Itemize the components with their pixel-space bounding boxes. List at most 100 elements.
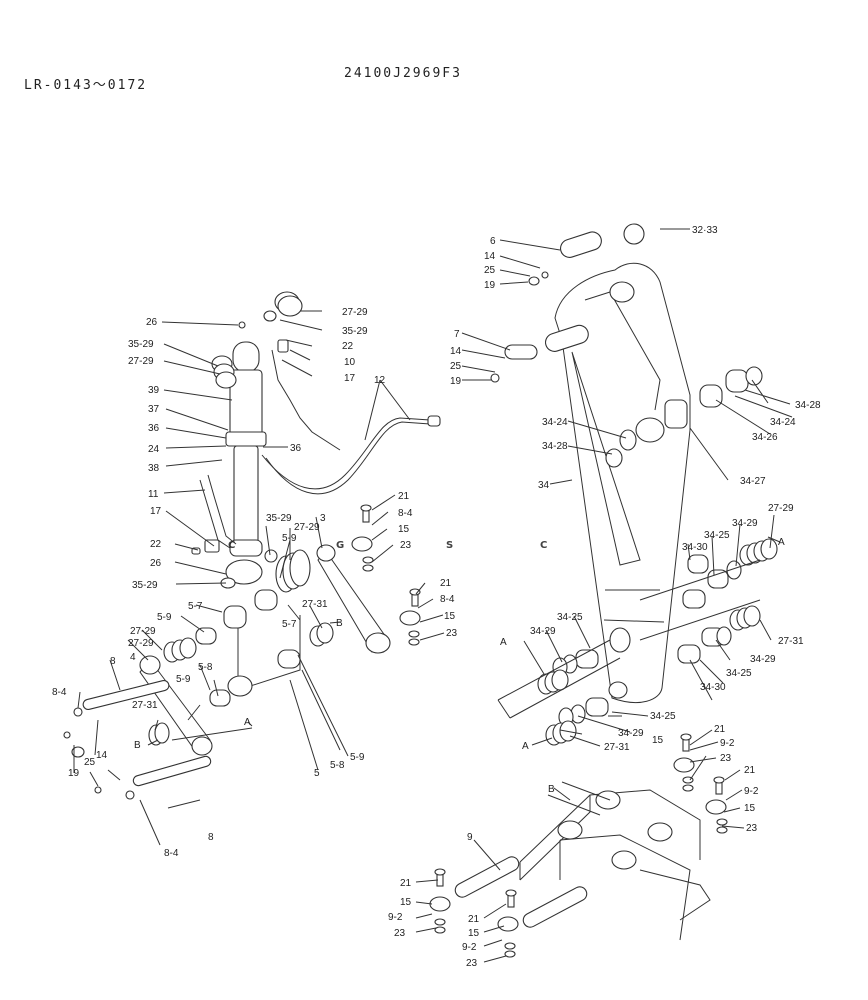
- callout-7-6: 7: [454, 329, 460, 340]
- callout-34-25-60: 34-25: [557, 612, 583, 623]
- callout-19-9: 19: [450, 376, 462, 387]
- callout-34-29-76: 34-29: [618, 728, 644, 739]
- callout-15-85: 15: [652, 735, 664, 746]
- callout-27-31-62: 27-31: [778, 636, 804, 647]
- callout-22-42: 22: [150, 539, 162, 550]
- callout-5-8-82: 5-8: [330, 760, 345, 771]
- arm-links: [63, 544, 391, 800]
- boom-cylinder: [211, 291, 303, 589]
- callout-10-16: 10: [344, 357, 356, 368]
- callout-34-28-28: 34-28: [542, 441, 568, 452]
- callout-34-29-64: 34-29: [750, 654, 776, 665]
- callout-5-9-41: 5-9: [282, 533, 297, 544]
- callout-27-29-15: 27-29: [128, 356, 154, 367]
- callout-B-58: B: [336, 618, 343, 629]
- callout-27-29-61: 27-29: [130, 626, 156, 637]
- callout-23-87: 23: [720, 753, 732, 764]
- callout-38-24: 38: [148, 463, 160, 474]
- callout-15-35: 15: [398, 524, 410, 535]
- hydraulic-hoses: [191, 339, 441, 555]
- callout-34-29-46: 34-29: [732, 518, 758, 529]
- callout-5-81: 5: [314, 768, 320, 779]
- callout-36-21: 36: [148, 423, 160, 434]
- callout-23-101: 23: [394, 928, 406, 939]
- callout-A-48: A: [778, 537, 785, 548]
- callout-34-32: 34: [538, 480, 550, 491]
- callout-21-50: 21: [440, 578, 452, 589]
- callout-21-98: 21: [400, 878, 412, 889]
- watermark: C G S C: [228, 540, 547, 551]
- callout-35-29-44: 35-29: [132, 580, 158, 591]
- callout-27-29-11: 27-29: [342, 307, 368, 318]
- watermark-letter-s: S: [446, 540, 453, 551]
- callout-A-63: A: [500, 637, 507, 648]
- callout-34-24-29: 34-24: [770, 417, 796, 428]
- callout-17-37: 17: [150, 506, 162, 517]
- callout-34-30-49: 34-30: [682, 542, 708, 553]
- boom-foot-pins: [490, 223, 645, 383]
- callout-8-4-72: 8-4: [52, 687, 67, 698]
- callout-14-7: 14: [450, 346, 462, 357]
- callout-A-74: A: [244, 717, 251, 728]
- callout-25-89: 25: [84, 757, 96, 768]
- callout-27-31-55: 27-31: [302, 599, 328, 610]
- callout-5-7-57: 5-7: [282, 619, 297, 630]
- callout-8-4-34: 8-4: [398, 508, 413, 519]
- line-art: [63, 223, 793, 963]
- callout-27-29-66: 27-29: [128, 638, 154, 649]
- callout-5-9-56: 5-9: [157, 612, 172, 623]
- callout-25-8: 25: [450, 361, 462, 372]
- callout-26-10: 26: [146, 317, 158, 328]
- watermark-letter-c2: C: [540, 540, 547, 551]
- fastener-groups: [351, 504, 728, 958]
- callout-34-25-75: 34-25: [650, 711, 676, 722]
- callout-5-7-54: 5-7: [188, 601, 203, 612]
- callout-27-31-78: 27-31: [604, 742, 630, 753]
- callout-14-2: 14: [484, 251, 496, 262]
- callout-8-4-96: 8-4: [164, 848, 179, 859]
- callout-9-2-100: 9-2: [388, 912, 403, 923]
- callout-8-95: 8: [208, 832, 214, 843]
- callout-32-33-5: 32·33: [692, 225, 718, 236]
- callout-34-25-65: 34-25: [726, 668, 752, 679]
- callout-34-29-59: 34-29: [530, 626, 556, 637]
- callout-5-9-69: 5-9: [176, 674, 191, 685]
- callout-23-105: 23: [466, 958, 478, 969]
- callout-34-27-31: 34-27: [740, 476, 766, 487]
- leader-lines: [73, 228, 793, 963]
- callout-5-9-83: 5-9: [350, 752, 365, 763]
- callout-6-1: 6: [490, 236, 496, 247]
- callout-4-67: 4: [130, 652, 136, 663]
- callout-37-20: 37: [148, 404, 160, 415]
- callout-19-88: 19: [68, 768, 80, 779]
- callout-15-92: 15: [744, 803, 756, 814]
- callout-35-29-13: 35-29: [128, 339, 154, 350]
- callout-27-29-45: 27-29: [768, 503, 794, 514]
- callout-26-43: 26: [150, 558, 162, 569]
- callout-34-30-71: 34-30: [700, 682, 726, 693]
- callout-36-23: 36: [290, 443, 302, 454]
- callout-24-22: 24: [148, 444, 160, 455]
- callout-15-99: 15: [400, 897, 412, 908]
- callout-A-77: A: [522, 741, 529, 752]
- callout-34-26-30: 34-26: [752, 432, 778, 443]
- callout-8-68: 8: [110, 656, 116, 667]
- callout-35-29-38: 35-29: [266, 513, 292, 524]
- callout-34-28-27: 34-28: [795, 400, 821, 411]
- callout-3-40: 3: [320, 513, 326, 524]
- callout-21-90: 21: [744, 765, 756, 776]
- callout-39-18: 39: [148, 385, 160, 396]
- callout-23-93: 23: [746, 823, 758, 834]
- callout-22-14: 22: [342, 341, 354, 352]
- callout-34-25-47: 34-25: [704, 530, 730, 541]
- callout-25-3: 25: [484, 265, 496, 276]
- callout-23-36: 23: [400, 540, 412, 551]
- callout-27-29-39: 27-29: [294, 522, 320, 533]
- callout-11-25: 11: [148, 489, 159, 500]
- callout-23-53: 23: [446, 628, 458, 639]
- serial-range-label: LR-0143〜0172: [24, 78, 148, 93]
- callout-9-2-91: 9-2: [744, 786, 759, 797]
